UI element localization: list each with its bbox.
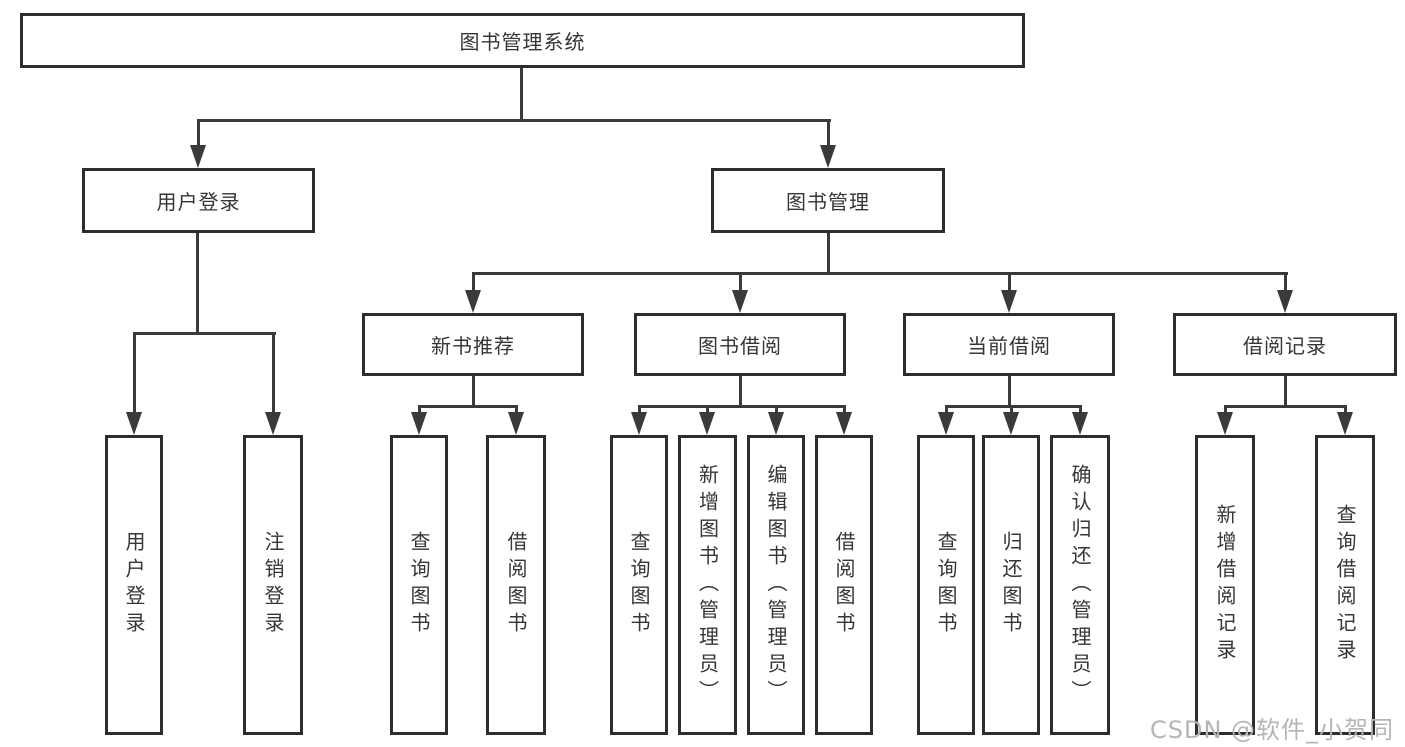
node-library-management-system: 图书管理系统 [20,13,1025,68]
leaf-logout: 注销登录 [243,435,303,735]
leaf-add-borrow-record: 新增借阅记录 [1195,435,1255,735]
arrowhead-down-icon [732,290,748,313]
node-label: 新增借阅记录 [1213,504,1237,666]
connector-line [1344,405,1347,414]
arrowhead-down-icon [1001,290,1017,313]
arrowhead-down-icon [1277,290,1293,313]
node-borrowing-records: 借阅记录 [1173,313,1397,376]
connector-line [196,233,199,335]
node-label: 归还图书 [999,531,1023,639]
connector-line [638,405,641,414]
arrowhead-down-icon [126,412,142,435]
connector-line [520,68,523,122]
connector-line [133,332,136,414]
connector-line [197,119,200,147]
connector-line [843,405,846,414]
node-label: 确认归还（管理员） [1068,463,1092,707]
node-label: 用户登录 [156,190,241,214]
node-book-management: 图书管理 [711,168,945,233]
connector-line [706,405,709,414]
connector-line [1079,405,1082,414]
arrowhead-down-icon [190,145,206,168]
connector-line [945,405,1082,408]
connector-line [197,119,831,122]
node-label: 借阅图书 [504,531,528,639]
connector-line [472,376,475,408]
arrowhead-down-icon [1337,412,1353,435]
connector-line [827,119,830,147]
leaf-query-books-borrowing: 查询图书 [610,435,668,735]
connector-line [1224,405,1227,414]
connector-line [472,272,475,292]
connector-line [775,405,778,414]
connector-line [1284,272,1287,292]
arrowhead-down-icon [1072,412,1088,435]
node-label: 注销登录 [261,531,285,639]
connector-line [515,405,518,414]
connector-line [827,233,830,275]
node-label: 借阅图书 [832,531,856,639]
arrowhead-down-icon [631,412,647,435]
node-book-borrowing: 图书借阅 [634,313,846,376]
node-label: 查询图书 [407,531,431,639]
arrowhead-down-icon [1003,412,1019,435]
node-label: 图书管理 [786,190,870,214]
node-user-login: 用户登录 [82,168,315,233]
node-label: 查询借阅记录 [1333,504,1357,666]
leaf-add-books-admin: 新增图书（管理员） [678,435,737,735]
node-label: 图书借阅 [698,334,782,358]
connector-line [418,405,518,408]
connector-line [472,272,1288,275]
connector-line [133,332,276,335]
arrowhead-down-icon [699,412,715,435]
csdn-watermark: CSDN @软件_小贺同学 [1150,716,1395,744]
connector-line [945,405,948,414]
arrowhead-down-icon [265,412,281,435]
node-label: 借阅记录 [1243,334,1327,358]
connector-line [739,376,742,408]
node-new-book-recommendation: 新书推荐 [362,313,584,376]
connector-line [739,272,742,292]
arrowhead-down-icon [820,145,836,168]
leaf-user-login: 用户登录 [105,435,163,735]
arrowhead-down-icon [411,412,427,435]
connector-line [1008,376,1011,408]
leaf-query-borrow-record: 查询借阅记录 [1315,435,1375,735]
node-label: 查询图书 [627,531,651,639]
leaf-borrow-books-recommend: 借阅图书 [486,435,546,735]
leaf-borrow-books: 借阅图书 [815,435,873,735]
node-label: 当前借阅 [967,334,1051,358]
node-label: 新增图书（管理员） [695,463,720,707]
leaf-query-books-recommend: 查询图书 [390,435,448,735]
arrowhead-down-icon [465,290,481,313]
arrowhead-down-icon [836,412,852,435]
leaf-confirm-return-admin: 确认归还（管理员） [1050,435,1110,735]
connector-line [1284,376,1287,408]
node-current-borrowing: 当前借阅 [903,313,1115,376]
connector-line [1010,405,1013,414]
leaf-query-books-current: 查询图书 [917,435,975,735]
node-label: 查询图书 [934,531,958,639]
arrowhead-down-icon [768,412,784,435]
leaf-edit-books-admin: 编辑图书（管理员） [747,435,805,735]
node-label: 用户登录 [122,531,146,639]
connector-line [638,405,846,408]
leaf-return-books: 归还图书 [982,435,1040,735]
node-label: 编辑图书（管理员） [764,463,788,707]
connector-line [418,405,421,414]
connector-line [1008,272,1011,292]
arrowhead-down-icon [938,412,954,435]
node-label: 图书管理系统 [459,30,586,54]
connector-line [272,332,275,414]
arrowhead-down-icon [508,412,524,435]
connector-line [1224,405,1347,408]
node-label: 新书推荐 [431,334,515,358]
arrowhead-down-icon [1217,412,1233,435]
